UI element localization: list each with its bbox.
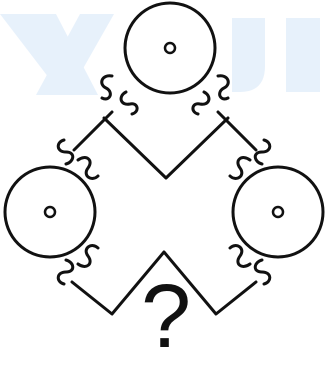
top-pulley-center-dot-icon — [165, 43, 175, 53]
hook-icon-top-left — [102, 76, 112, 99]
left-pulley-center-dot-icon — [45, 207, 55, 217]
belt-top-right-outer — [218, 112, 256, 150]
hook-icon-right-top-inner — [230, 158, 250, 179]
left-pulley — [5, 167, 95, 257]
top-pulley — [125, 3, 215, 93]
hook-icon-left-bottom — [58, 260, 73, 284]
hook-icon-top-right-lower — [193, 92, 209, 114]
belt-top-left-outer — [74, 112, 112, 150]
right-pulley-center-dot-icon — [273, 207, 283, 217]
belt-top-inner-v — [104, 118, 228, 178]
hook-icon-left-bottom-inner — [78, 246, 98, 267]
unknown-question-mark: ? — [136, 272, 196, 362]
hook-icon-left-top-inner — [78, 158, 98, 179]
hook-icon-right-bottom — [255, 260, 270, 284]
hook-icon-left-top — [58, 140, 73, 164]
hook-icon-top-left-lower — [121, 92, 137, 114]
right-pulley — [233, 167, 323, 257]
hook-icon-top-right — [218, 76, 228, 99]
hook-icon-right-top — [255, 140, 270, 164]
hook-icon-right-bottom-inner — [230, 246, 250, 267]
